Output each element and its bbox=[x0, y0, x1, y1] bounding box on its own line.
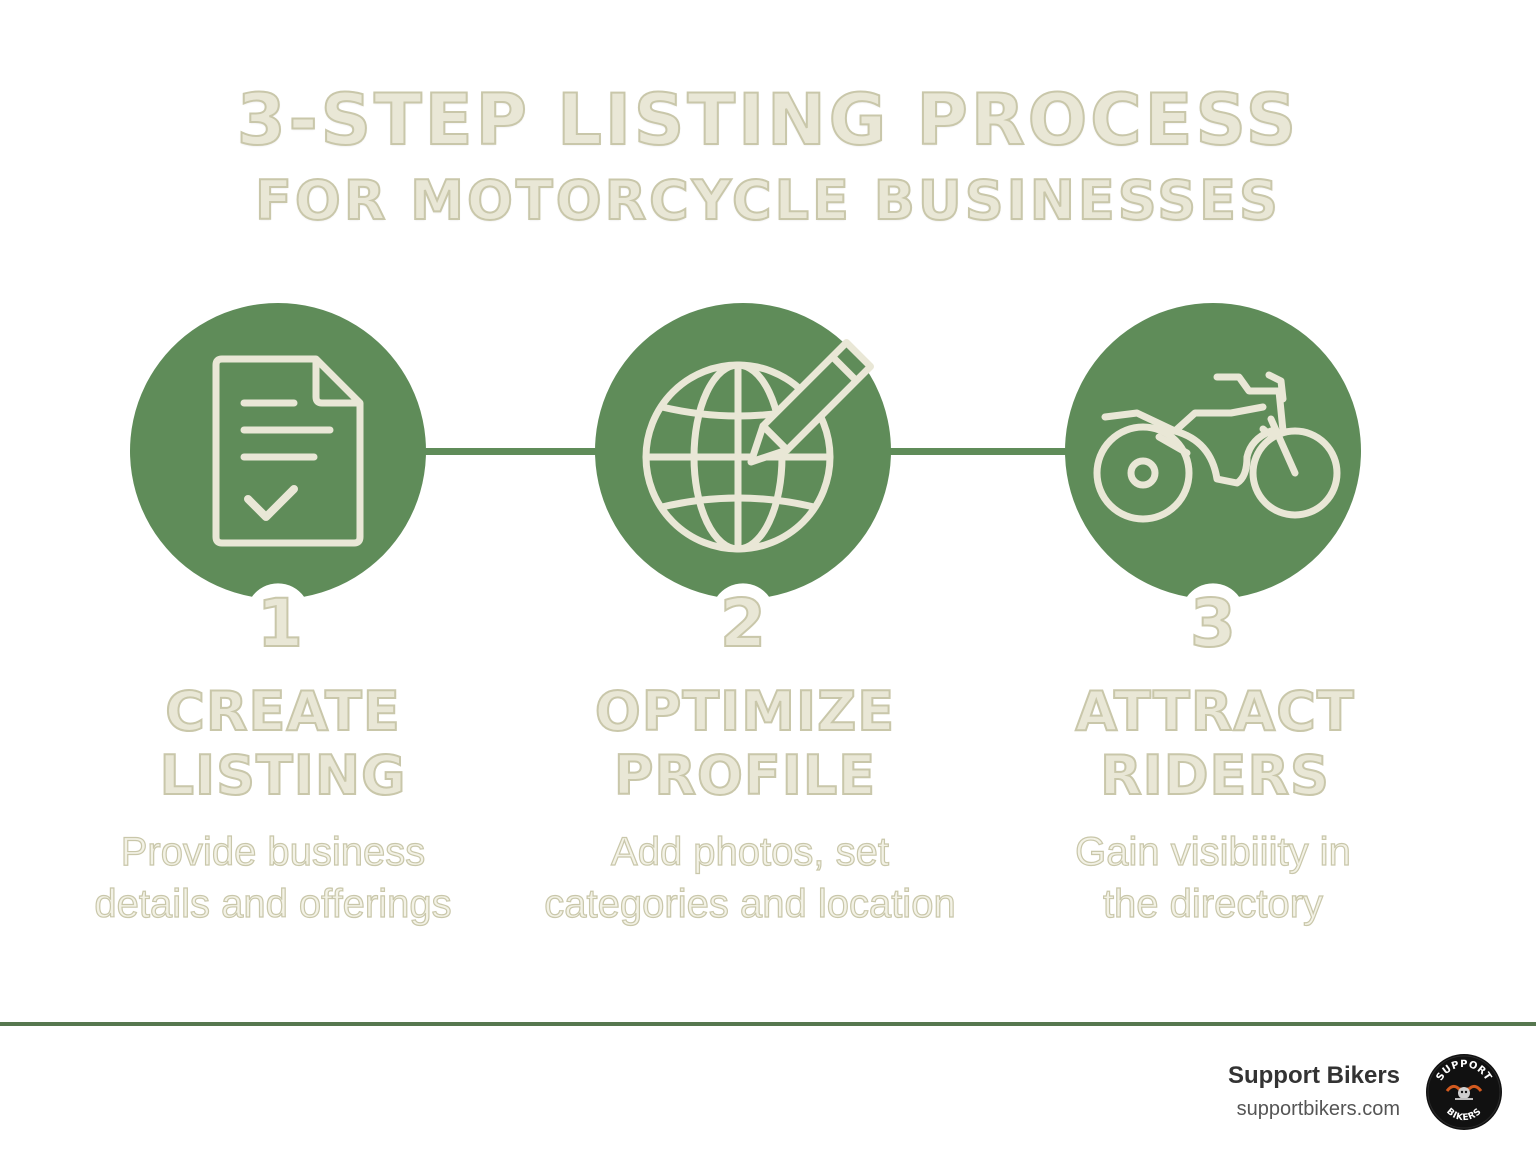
step-2-desc-line-1: Add photos, set bbox=[610, 829, 889, 874]
step-1-number: 1 bbox=[256, 584, 304, 663]
step-2-desc-line-2: categories and location bbox=[544, 881, 957, 926]
step-1-title: CREATE LISTING bbox=[73, 679, 493, 808]
step-2-circle bbox=[595, 303, 891, 599]
svg-text:BIKERS: BIKERS bbox=[1444, 1107, 1483, 1124]
step-1-description: Provide business details and offerings bbox=[38, 826, 508, 930]
step-3-number: 3 bbox=[1189, 584, 1237, 663]
step-2-title: OPTIMIZE PROFILE bbox=[535, 679, 955, 808]
globe-pencil-icon bbox=[642, 338, 875, 553]
step-1-title-line-2: LISTING bbox=[159, 743, 407, 808]
step-3-title: ATTRACT RIDERS bbox=[1005, 679, 1425, 808]
logo-text-bottom: BIKERS bbox=[1444, 1107, 1483, 1124]
step-2-number: 2 bbox=[719, 584, 767, 663]
title-line-2: FOR MOTORCYCLE BUSINESSES bbox=[254, 168, 1281, 233]
step-2-description: Add photos, set categories and location bbox=[515, 826, 985, 930]
footer-brand-name: Support Bikers bbox=[1227, 1062, 1400, 1089]
step-1-circle bbox=[130, 303, 426, 599]
step-1-desc-line-1: Provide business bbox=[120, 829, 426, 874]
step-1-title-line-1: CREATE bbox=[164, 679, 401, 744]
step-2-title-line-1: OPTIMIZE bbox=[594, 679, 896, 744]
infographic-title: 3-STEP LISTING PROCESS FOR MOTORCYCLE BU… bbox=[0, 78, 1536, 236]
step-3-desc-line-2: the directory bbox=[1102, 881, 1324, 926]
support-bikers-logo: SUPPORT BIKERS bbox=[1426, 1054, 1502, 1130]
connector-2-3 bbox=[885, 448, 1070, 455]
step-3-desc-line-1: Gain visibiiity in bbox=[1075, 829, 1352, 874]
title-line-1: 3-STEP LISTING PROCESS bbox=[236, 78, 1300, 162]
step-1-desc-line-2: details and offerings bbox=[94, 881, 452, 926]
footer-divider bbox=[0, 1022, 1536, 1026]
connector-1-2 bbox=[420, 448, 600, 455]
document-check-icon bbox=[212, 355, 364, 547]
step-3-title-line-2: RIDERS bbox=[1099, 743, 1330, 808]
motorcycle-icon bbox=[1093, 371, 1341, 523]
footer-brand-url[interactable]: supportbikers.com bbox=[1236, 1098, 1400, 1120]
step-3-circle bbox=[1065, 303, 1361, 599]
step-3-title-line-1: ATTRACT bbox=[1074, 679, 1355, 744]
step-2-title-line-2: PROFILE bbox=[613, 743, 877, 808]
step-3-description: Gain visibiiity in the directory bbox=[978, 826, 1448, 930]
